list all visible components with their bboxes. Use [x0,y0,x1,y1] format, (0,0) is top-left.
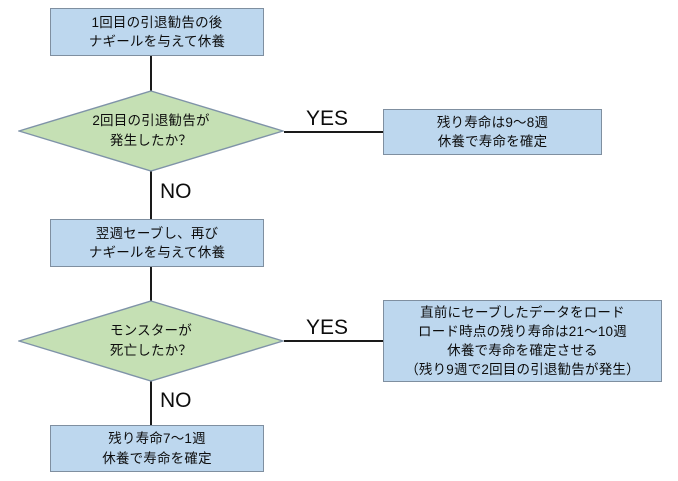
branch-label-decision2-yes: YES [306,316,349,339]
decision-1-line-1: 2回目の引退勧告が [92,113,210,129]
decision-1-shape [18,90,284,172]
result-box-3-line-1: 残り寿命7〜1週 [108,431,206,447]
result-box-3: 残り寿命7〜1週 休養で寿命を確定 [50,425,264,472]
result-box-1: 残り寿命は9〜8週 休養で寿命を確定 [383,109,602,155]
save-box-line-2: ナギールを与えて休養 [88,245,226,260]
decision-1: 2回目の引退勧告が 発生したか？ [18,90,284,172]
result-box-2-line-4: （残り9週で2回目の引退勧告が発生） [405,362,640,378]
decision-1-line-2: 発生したか？ [109,133,193,148]
save-box: 翌週セーブし、再び ナギールを与えて休養 [50,219,264,267]
branch-label-decision1-yes: YES [306,107,349,130]
decision-2: モンスターが 死亡したか？ [18,300,284,382]
result-box-1-line-1: 残り寿命は9〜8週 [436,114,549,130]
result-box-2: 直前にセーブしたデータをロード ロード時点の残り寿命は21〜10週 休養で寿命を… [383,300,662,382]
result-box-2-line-3: 休養で寿命を確定させる [447,343,598,358]
connector-decision2-yes [284,340,384,342]
decision-2-line-1: モンスターが [110,323,192,339]
result-box-2-line-2: ロード時点の残り寿命は21〜10週 [418,323,627,339]
result-box-3-line-2: 休養で寿命を確定 [102,450,212,466]
decision-2-line-2: 死亡したか？ [109,343,193,358]
decision-2-shape [18,300,284,382]
start-box-line-1: 1回目の引退勧告の後 [91,14,223,30]
start-box: 1回目の引退勧告の後 ナギールを与えて休養 [50,8,264,56]
connector-decision1-no [150,168,152,219]
save-box-line-1: 翌週セーブし、再び [95,225,219,241]
branch-label-decision2-no: NO [160,389,192,412]
result-box-1-line-2: 休養で寿命を確定 [437,134,548,149]
result-box-2-line-1: 直前にセーブしたデータをロード [420,304,625,320]
connector-decision1-yes [284,131,384,133]
decision-1-text: 2回目の引退勧告が 発生したか？ [18,90,284,172]
connector-decision2-no [150,378,152,426]
branch-label-decision1-no: NO [160,180,192,203]
start-box-line-2: ナギールを与えて休養 [88,34,226,49]
connector-savebox-to-decision2 [150,257,152,303]
decision-2-text: モンスターが 死亡したか？ [18,300,284,382]
